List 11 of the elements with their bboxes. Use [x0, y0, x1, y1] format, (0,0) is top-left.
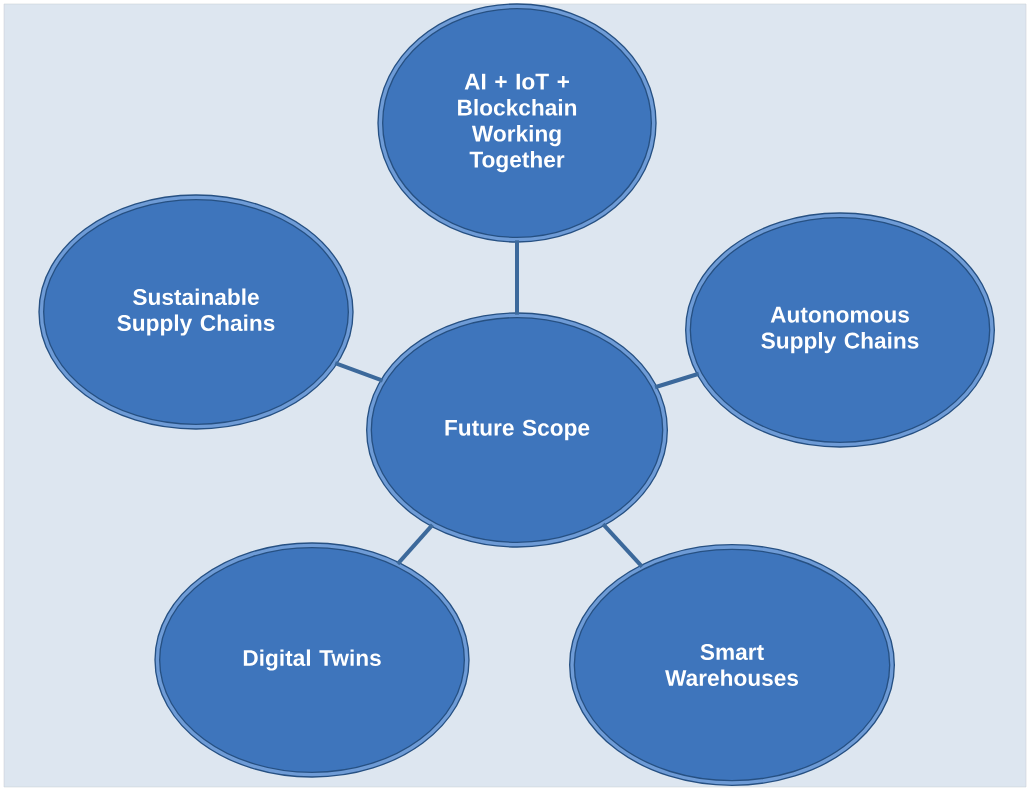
ellipse-node: Autonomous Supply Chains — [685, 212, 995, 448]
ellipse-node: AI + IoT + Blockchain Working Together — [377, 3, 657, 243]
connector-line — [654, 371, 700, 390]
ellipse-node: Sustainable Supply Chains — [38, 194, 354, 430]
ellipse-node: Digital Twins — [154, 542, 470, 778]
ellipse-node: Future Scope — [366, 312, 668, 548]
connector-line — [396, 523, 434, 566]
connector-line — [601, 522, 644, 569]
connector-line — [515, 240, 519, 315]
connector-line — [334, 361, 384, 383]
ellipse-node: Smart Warehouses — [569, 544, 895, 786]
